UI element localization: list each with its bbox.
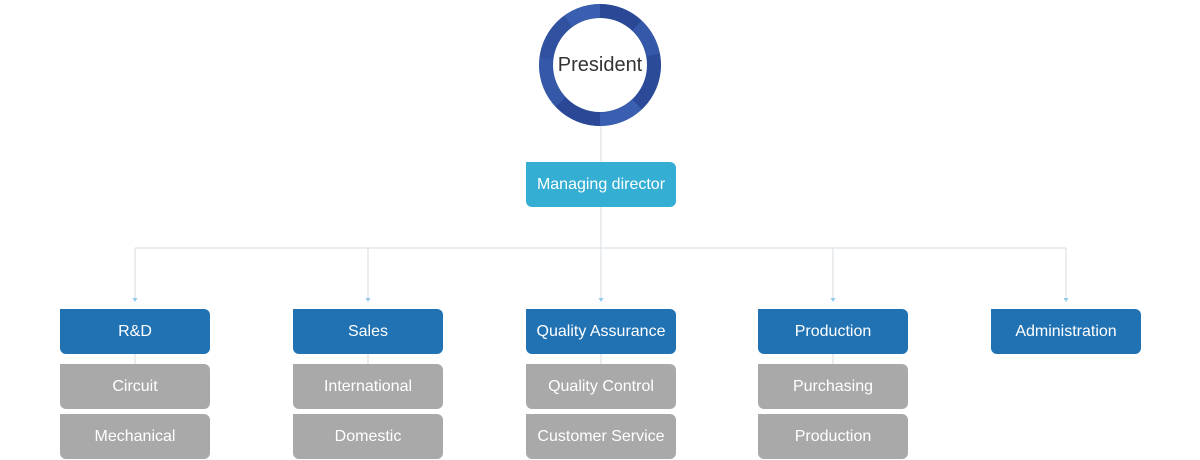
sub-circuit: Circuit	[60, 364, 210, 409]
connector-drop-production	[830, 248, 836, 302]
sub-production: Production	[758, 414, 908, 459]
sub-customer-service: Customer Service	[526, 414, 676, 459]
dept-sales-label: Sales	[347, 322, 389, 340]
dept-administration-label: Administration	[1015, 322, 1117, 340]
president-label: President	[557, 53, 643, 76]
managing-director-label: Managing director	[536, 175, 666, 193]
dept-administration: Administration	[991, 309, 1141, 354]
dept-production: Production	[758, 309, 908, 354]
sub-mechanical: Mechanical	[60, 414, 210, 459]
connector-drop-rnd	[132, 248, 138, 302]
dept-sales: Sales	[293, 309, 443, 354]
connector-drop-qa	[598, 248, 604, 302]
dept-production-label: Production	[794, 322, 872, 340]
sub-domestic-label: Domestic	[334, 427, 402, 445]
managing-director-node: Managing director	[526, 162, 676, 207]
sub-quality-control: Quality Control	[526, 364, 676, 409]
sub-purchasing-label: Purchasing	[792, 377, 874, 395]
dept-rnd-label: R&D	[118, 322, 152, 340]
sub-circuit-label: Circuit	[112, 377, 158, 395]
president-node: President	[539, 4, 661, 126]
sub-international-label: International	[323, 377, 413, 395]
sub-production-label: Production	[794, 427, 872, 445]
sub-domestic: Domestic	[293, 414, 443, 459]
connector-drop-sales	[365, 248, 371, 302]
connector-drop-administration	[1063, 248, 1069, 302]
dept-rnd: R&D	[60, 309, 210, 354]
sub-international: International	[293, 364, 443, 409]
dept-quality-assurance-label: Quality Assurance	[536, 322, 666, 340]
sub-mechanical-label: Mechanical	[94, 427, 176, 445]
sub-quality-control-label: Quality Control	[548, 377, 654, 395]
president-ring	[539, 4, 661, 126]
sub-customer-service-label: Customer Service	[537, 427, 665, 445]
sub-purchasing: Purchasing	[758, 364, 908, 409]
dept-quality-assurance: Quality Assurance	[526, 309, 676, 354]
